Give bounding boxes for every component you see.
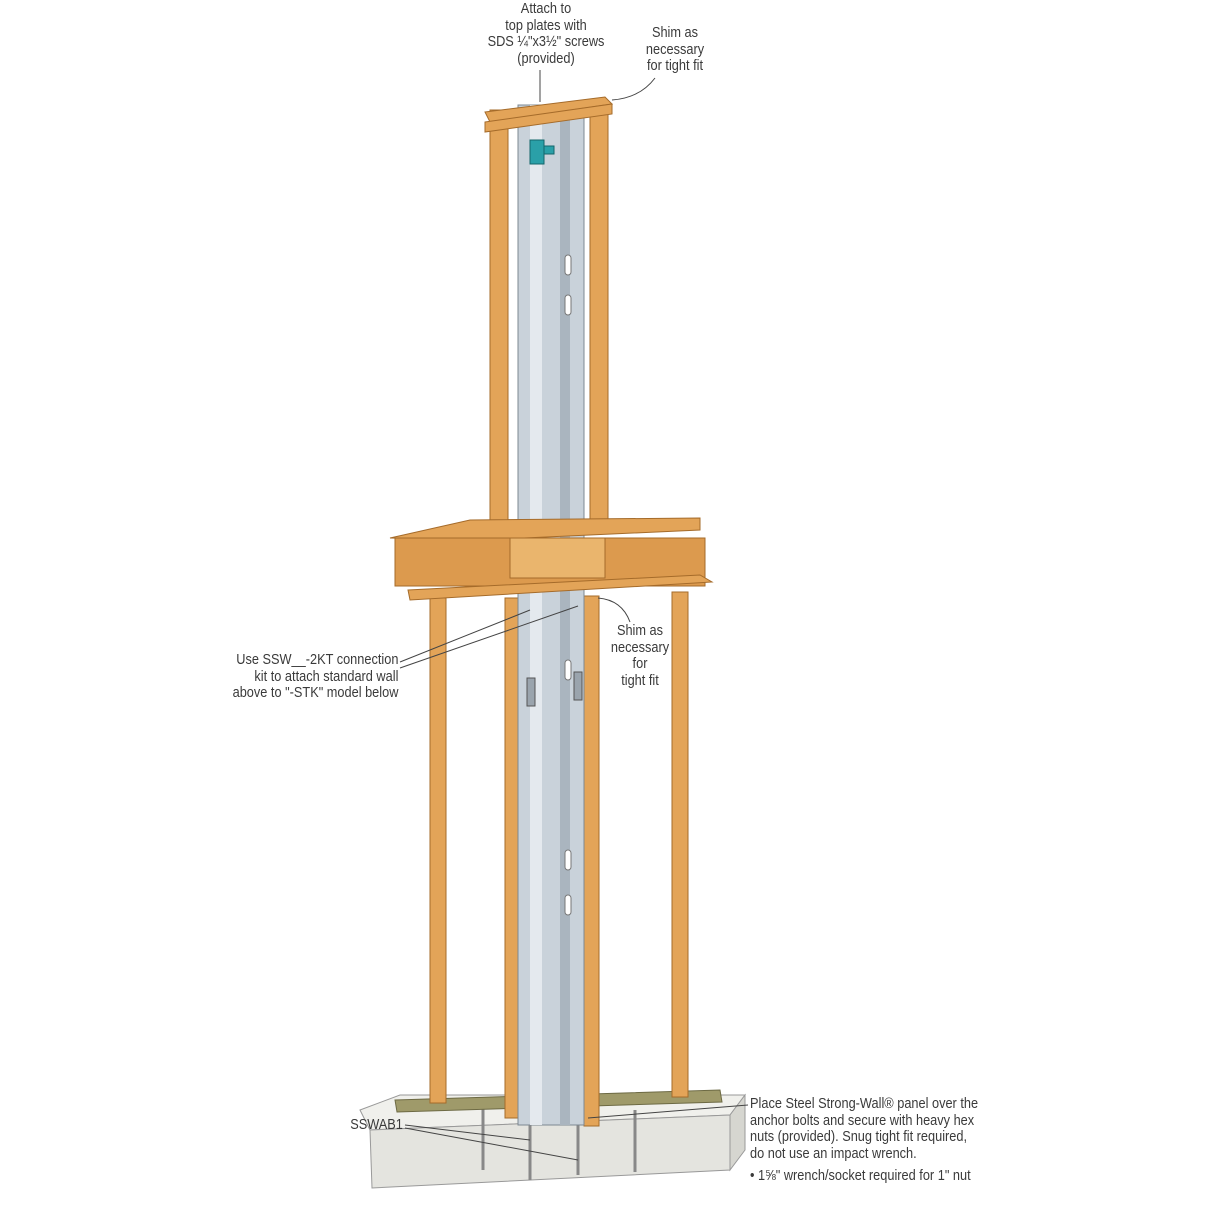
- attach-top-plates-label: Attach to top plates with SDS ¼"x3½" scr…: [484, 1, 607, 67]
- label-line: tight fit: [621, 672, 659, 689]
- label-line: SDS ¼"x3½" screws: [487, 34, 605, 50]
- label-line: for tight fit: [646, 58, 704, 74]
- label-line: Shim as: [616, 623, 664, 639]
- leader-lines: [399, 70, 749, 1161]
- label-line: top plates with: [505, 17, 587, 34]
- label-line: above to "-STK" model below: [232, 685, 398, 701]
- anchor-note-label: Place Steel Strong-Wall® panel over the …: [750, 1096, 978, 1185]
- drill-icon: [529, 139, 555, 165]
- label-line: nuts (provided). Snug tight fit required…: [750, 1129, 968, 1145]
- label-line: Use SSW__-2KT connection: [235, 652, 398, 668]
- mid-shim-label: Shim as necessary for tight fit: [600, 623, 679, 689]
- upper-studs: [489, 104, 609, 526]
- connection-kit-label: Use SSW__-2KT connection kit to attach s…: [232, 652, 398, 702]
- label-line: (provided): [517, 50, 575, 67]
- label-line: Place Steel Strong-Wall® panel over the: [750, 1096, 979, 1112]
- label-line: necessary: [610, 639, 670, 656]
- label-line: do not use an impact wrench.: [750, 1145, 917, 1162]
- label-line: Shim as: [651, 25, 699, 41]
- top-plates: [484, 96, 614, 133]
- label-line: kit to attach standard wall: [254, 668, 398, 685]
- label-line: Attach to: [520, 1, 572, 17]
- anchor-bolt-label: SSWAB1: [350, 1117, 403, 1134]
- label-line: anchor bolts and secure with heavy hex: [750, 1112, 975, 1129]
- connection-kit-brackets: [526, 671, 583, 707]
- top-shim-label: Shim as necessary for tight fit: [627, 25, 724, 75]
- label-line: necessary: [645, 41, 705, 58]
- label-line: for: [632, 656, 648, 672]
- floor-framing: [389, 517, 714, 601]
- wrench-note: • 1⅝" wrench/socket required for 1" nut: [750, 1168, 971, 1184]
- label-line: SSWAB1: [350, 1117, 403, 1133]
